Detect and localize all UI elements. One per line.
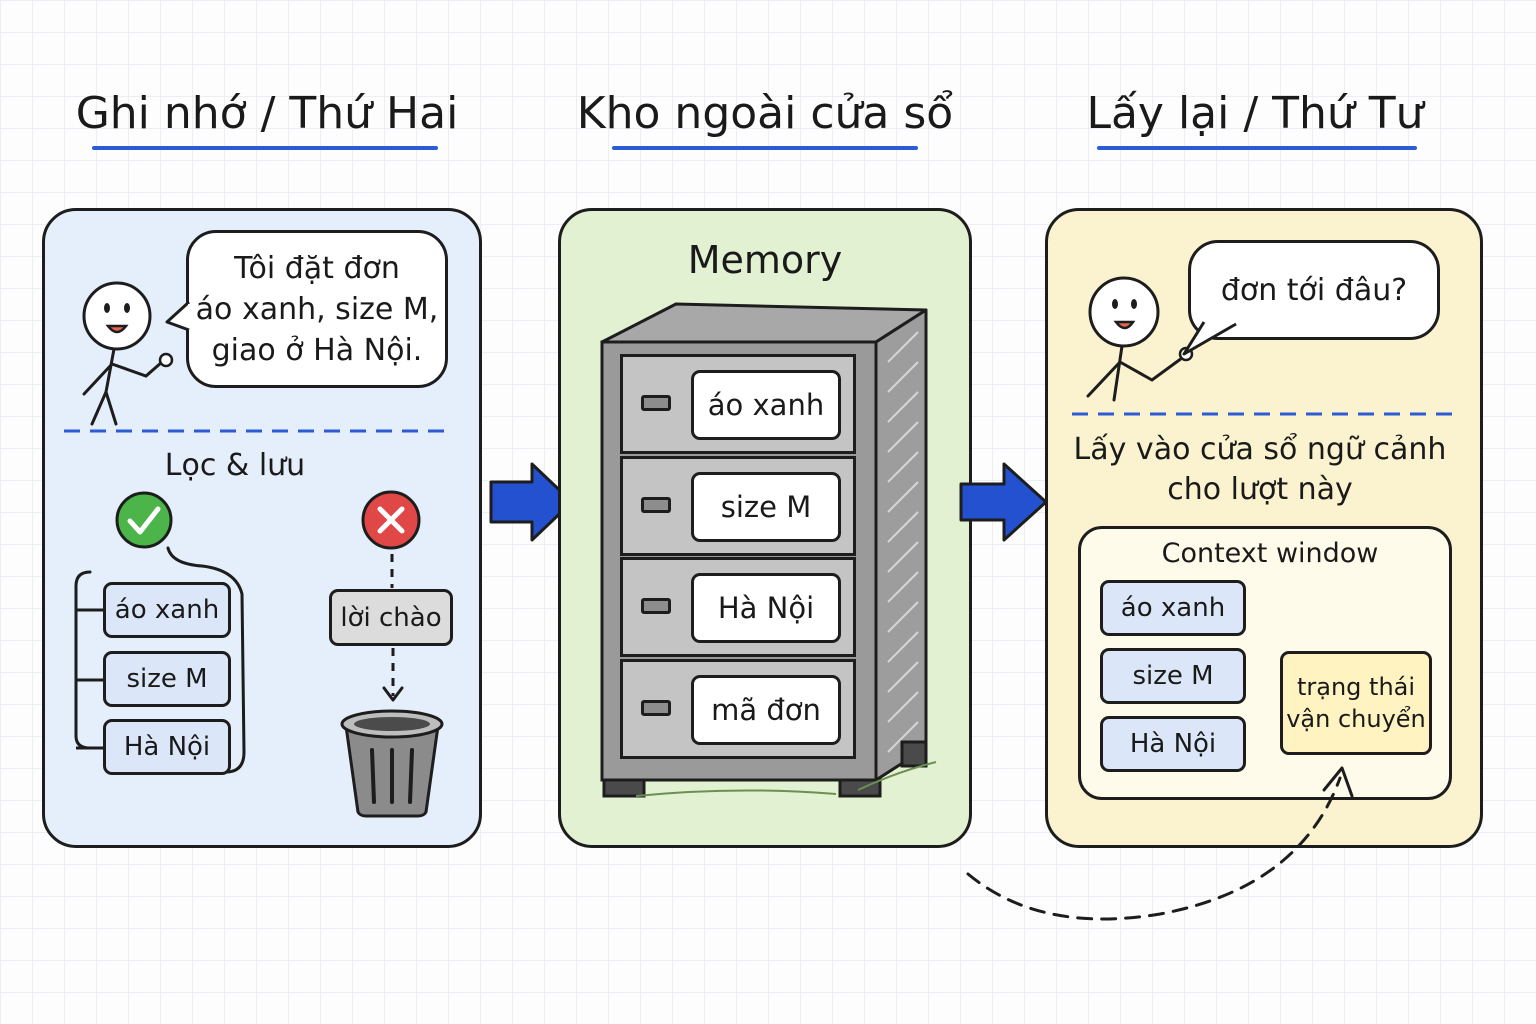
memory-drawer: Hà Nội (620, 557, 856, 657)
drawer-handle (641, 700, 671, 716)
title-remember-underline (92, 146, 438, 150)
drawer-label: mã đơn (691, 675, 841, 745)
bubble-tail (165, 300, 196, 332)
discard-dashed-line-top (390, 554, 394, 588)
title-store: Kho ngoài cửa sổ (576, 88, 954, 139)
title-retrieve-underline (1097, 146, 1417, 150)
title-remember: Ghi nhớ / Thứ Hai (75, 88, 459, 139)
drawer-label: áo xanh (691, 370, 841, 440)
memory-drawer: mã đơn (620, 659, 856, 759)
drawer-label: size M (691, 472, 841, 542)
kept-item: Hà Nội (103, 719, 231, 775)
arrow-right-icon (959, 462, 1048, 542)
kept-item: áo xanh (103, 582, 231, 638)
context-item: áo xanh (1100, 580, 1246, 636)
bubble-line-3: giao ở Hà Nội. (211, 332, 423, 368)
check-icon (115, 491, 173, 549)
section-label-retrieve: Lấy vào cửa sổ ngữ cảnh cho lượt này (1070, 430, 1450, 510)
bubble-question-text: đơn tới đâu? (1220, 272, 1408, 308)
arrow-right-icon (489, 462, 574, 542)
drawer-label: Hà Nội (691, 573, 841, 643)
stick-figure-icon (1086, 276, 1194, 402)
fetched-item-line-1: trạng thái (1296, 673, 1416, 701)
title-retrieve: Lấy lại / Thứ Tư (1086, 88, 1424, 139)
context-item: Hà Nội (1100, 716, 1246, 772)
kept-item: size M (103, 651, 231, 707)
section-label-line-2: cho lượt này (1167, 472, 1353, 507)
discarded-item: lời chào (329, 589, 453, 646)
divider-dashed (64, 429, 448, 433)
section-label-line-1: Lấy vào cửa sổ ngữ cảnh (1073, 432, 1447, 467)
retrieval-dashed-arrow (966, 766, 1354, 921)
memory-drawer: size M (620, 456, 856, 556)
stick-figure-icon (82, 281, 174, 426)
memory-drawer: áo xanh (620, 354, 856, 454)
bubble-line-2: áo xanh, size M, (195, 291, 439, 327)
bubble-tail (1182, 318, 1237, 356)
speech-bubble-order: Tôi đặt đơn áo xanh, size M, giao ở Hà N… (186, 230, 448, 388)
trash-can-icon (340, 709, 444, 818)
context-window-label: Context window (1161, 538, 1379, 569)
store-label: Memory (687, 238, 843, 282)
drawer-handle (641, 395, 671, 411)
fetched-item: trạng thái vận chuyển (1280, 651, 1432, 755)
divider-dashed (1072, 412, 1456, 416)
drawer-handle (641, 598, 671, 614)
cross-icon (361, 490, 421, 550)
discard-arrow (382, 648, 404, 702)
kept-items-bracket (74, 546, 246, 774)
bubble-line-1: Tôi đặt đơn (234, 250, 400, 286)
section-label-filter: Lọc & lưu (164, 448, 306, 483)
context-item: size M (1100, 648, 1246, 704)
fetched-item-line-2: vận chuyển (1286, 705, 1426, 733)
title-store-underline (612, 146, 918, 150)
drawer-handle (641, 497, 671, 513)
